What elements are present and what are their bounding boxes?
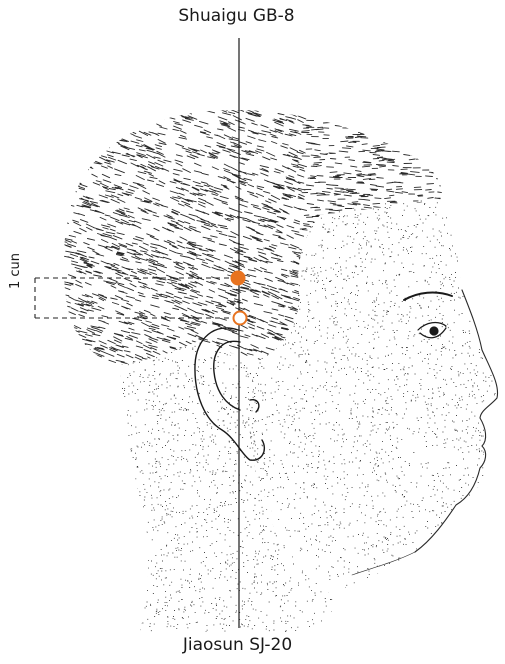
shuaigu-point-marker: [231, 271, 245, 285]
neck-stippling: [115, 335, 351, 635]
eye-detail: [404, 293, 452, 338]
cun-measure-label: 1 cun: [8, 253, 23, 289]
jiaosun-point-marker: [234, 312, 247, 325]
profile-outline: [352, 290, 498, 575]
hair-hatching: [60, 99, 456, 371]
jiaosun-label-text: Jiaosun SJ-20: [183, 635, 292, 655]
ear-outline: [195, 328, 264, 460]
shuaigu-label-text: Shuaigu GB-8: [178, 6, 294, 26]
face-stippling: [250, 200, 501, 600]
jiaosun-label: Jiaosun SJ-20: [0, 635, 505, 655]
shuaigu-label: Shuaigu GB-8: [0, 6, 505, 26]
